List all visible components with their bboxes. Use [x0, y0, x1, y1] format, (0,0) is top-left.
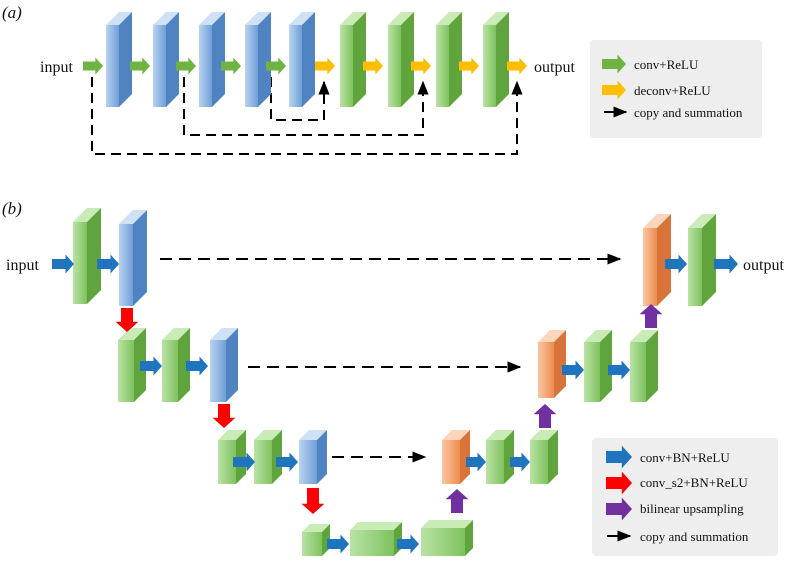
panel-b-legend-items — [606, 445, 632, 542]
panel-b-input-label: input — [6, 257, 39, 274]
encoder-layer-block — [245, 12, 271, 107]
panel-a-skip-connections — [91, 77, 523, 155]
conv-bn-relu-legend-icon — [606, 445, 632, 469]
decoder-layer-block — [340, 12, 366, 107]
conv-block — [421, 520, 473, 556]
decoder-layer-block — [483, 12, 509, 107]
legend-b-label-copy: copy and summation — [640, 529, 749, 544]
conv-bn-relu-arrow — [233, 452, 255, 472]
legend-b-label-upsample: bilinear upsampling — [640, 501, 744, 516]
conv-relu-arrow — [266, 57, 286, 75]
conv-bn-relu-arrow — [510, 452, 530, 472]
encoder-layer-block — [153, 12, 179, 107]
conv-bn-relu-arrow — [140, 356, 162, 376]
legend-a-label-conv: conv+ReLU — [634, 57, 699, 72]
conv-relu-arrow — [176, 57, 196, 75]
deconv-relu-arrow — [363, 57, 383, 75]
conv-block — [73, 208, 101, 304]
encoder-layer-block — [106, 12, 132, 107]
conv-bn-relu-arrow — [276, 452, 298, 472]
upsample-block — [538, 330, 566, 398]
conv-bn-relu-arrow — [327, 534, 349, 554]
panel-b-layer-blocks — [73, 208, 716, 556]
conv-bn-relu-arrow — [466, 452, 486, 472]
conv-block — [688, 214, 716, 306]
panel-a-legend-items — [602, 54, 628, 118]
deconv-relu-arrow — [507, 57, 527, 75]
panel-a-legend — [590, 40, 762, 138]
panel-a-output-label: output — [534, 59, 575, 76]
deconv-relu-arrow — [459, 57, 479, 75]
conv-block — [630, 330, 658, 402]
conv-bn-relu-arrow — [52, 254, 74, 274]
conv-bn-relu-arrow — [562, 360, 584, 380]
upsample-block — [643, 214, 671, 306]
conv-relu-arrow — [221, 57, 241, 75]
encoder-block — [210, 328, 238, 402]
encoder-layer-block — [199, 12, 225, 107]
deconv-relu-legend-icon — [602, 80, 626, 100]
upsample-block — [442, 430, 470, 484]
conv-bn-relu-arrow — [714, 254, 738, 274]
conv-block — [162, 328, 190, 402]
conv-bn-relu-arrow — [608, 360, 630, 380]
encoder-block — [119, 210, 147, 306]
panel-a-input-label: input — [40, 59, 73, 76]
conv-block — [350, 522, 402, 556]
encoder-layer-block — [289, 12, 315, 107]
conv-s2-bn-relu-arrow — [212, 404, 236, 428]
conv-block — [584, 330, 612, 402]
decoder-layer-block — [436, 12, 462, 107]
conv-s2-bn-relu-arrow — [115, 308, 139, 332]
panel-b-legend — [592, 438, 778, 556]
panel-a-layer-blocks — [106, 12, 509, 107]
conv-block — [530, 430, 558, 484]
bilinear-upsampling-arrow — [445, 489, 469, 513]
conv-bn-relu-arrow — [397, 534, 419, 554]
conv-bn-relu-arrow — [97, 254, 119, 274]
panel-b-output-label: output — [743, 257, 784, 274]
panel-a-arrows — [83, 57, 527, 75]
conv-relu-arrow — [83, 57, 103, 75]
encoder-block — [299, 430, 327, 484]
deconv-relu-arrow — [411, 57, 431, 75]
panel-b-arrows — [52, 254, 738, 554]
legend-a-label-deconv: deconv+ReLU — [634, 83, 711, 98]
conv-block — [302, 524, 330, 556]
legend-b-label-conv: conv+BN+ReLU — [640, 450, 730, 465]
panel-a-label: (a) — [2, 3, 22, 22]
legend-a-label-copy: copy and summation — [634, 105, 743, 120]
conv-s2-bn-relu-legend-icon — [606, 471, 632, 495]
bilinear-upsampling-legend-icon — [606, 497, 632, 521]
legend-b-label-conv-s2: conv_s2+BN+ReLU — [640, 475, 748, 490]
panel-b-label: (b) — [2, 199, 22, 218]
conv-bn-relu-arrow — [186, 356, 208, 376]
deconv-relu-arrow — [315, 57, 335, 75]
panel-b-skip-connections — [160, 253, 622, 463]
conv-bn-relu-arrow — [665, 254, 687, 274]
decoder-layer-block — [388, 12, 414, 107]
bilinear-upsampling-arrow — [533, 404, 557, 428]
bilinear-upsampling-arrow — [639, 304, 663, 328]
conv-block — [486, 430, 514, 484]
conv-s2-bn-relu-arrow — [301, 488, 325, 514]
conv-relu-legend-icon — [602, 54, 626, 74]
conv-relu-arrow — [130, 57, 150, 75]
